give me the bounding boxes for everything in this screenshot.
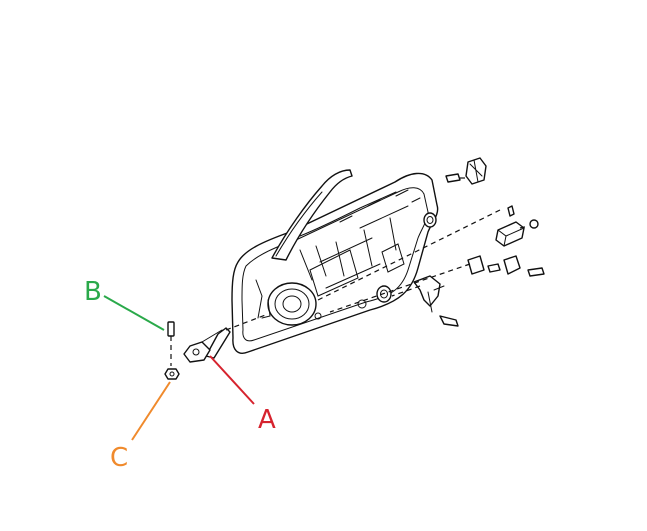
door-module-box	[495, 205, 539, 247]
door-panel	[231, 169, 439, 354]
callout-c-label: C	[110, 443, 128, 473]
check-link-nut	[164, 368, 180, 380]
callout-a-line	[209, 355, 255, 405]
check-link-dashed-leader	[225, 313, 269, 331]
callout-a-label: A	[258, 405, 276, 435]
door-latch-bracket	[467, 255, 545, 277]
callout-b-line	[103, 295, 165, 331]
window-regulator-bracket	[413, 275, 459, 327]
door-check-link	[183, 327, 231, 363]
check-link-pin	[167, 321, 175, 366]
grommet-upper	[423, 212, 437, 228]
hardware-dashed-leaders	[317, 209, 529, 313]
door-lock-actuator	[445, 157, 487, 185]
callout-c-line	[131, 381, 171, 441]
callout-b-label: B	[84, 277, 102, 307]
